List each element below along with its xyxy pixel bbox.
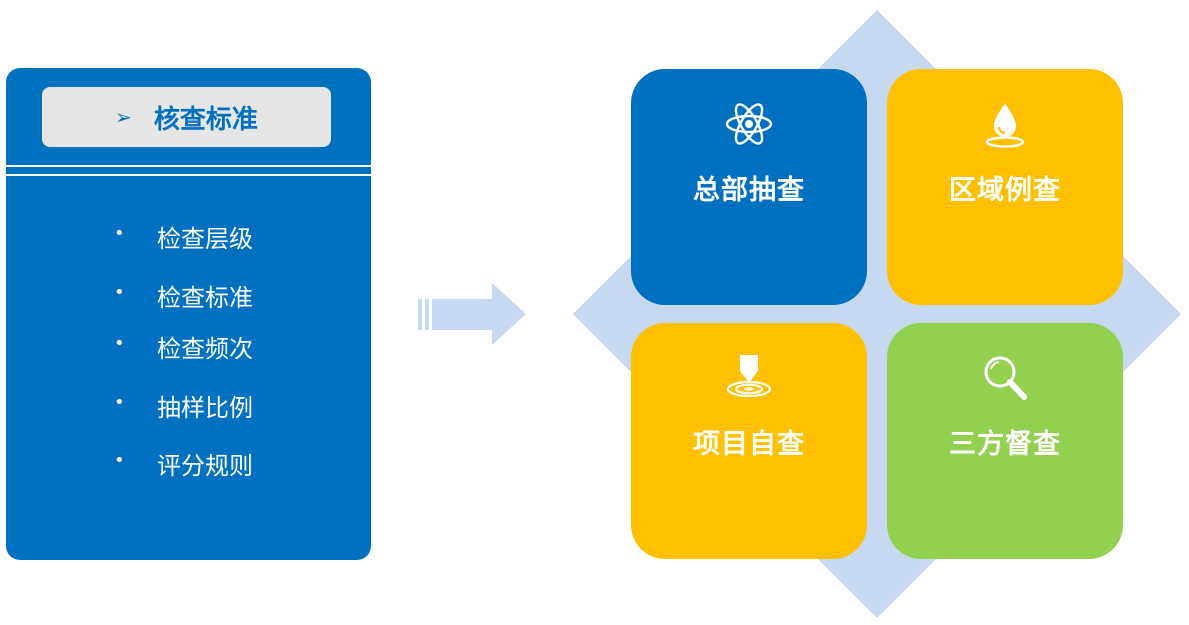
quadrant-third-party-check[interactable]: 三方督查	[887, 323, 1123, 559]
arrow-right-icon: ➢	[115, 105, 132, 129]
magnifier-icon	[984, 356, 1027, 400]
list-item-label: 检查层级	[157, 225, 253, 253]
divider-line	[6, 174, 371, 176]
list-item: • 评分规则	[6, 446, 371, 480]
quadrant-label: 总部抽查	[693, 175, 805, 206]
list-item-label: 抽样比例	[157, 394, 253, 422]
list-item: • 检查频次	[6, 329, 371, 363]
quadrant-label: 三方督查	[949, 429, 1061, 460]
list-item: • 检查层级	[6, 219, 371, 253]
bullet-icon: •	[114, 392, 125, 413]
bullet-icon: •	[114, 450, 125, 471]
quadrant-label: 区域例查	[949, 175, 1061, 206]
quadrant-label: 项目自查	[693, 429, 805, 460]
bullet-icon: •	[114, 333, 125, 354]
flow-arrow-icon	[418, 283, 526, 345]
bullet-icon: •	[114, 223, 125, 244]
list-item-label: 检查标准	[157, 284, 253, 312]
quadrant-project-self-check[interactable]: 项目自查	[631, 323, 867, 559]
atom-icon	[725, 103, 773, 145]
quadrant-regional-check[interactable]: 区域例查	[887, 69, 1123, 305]
quadrant-hq-spot-check[interactable]: 总部抽查	[631, 69, 867, 305]
list-item-label: 检查频次	[157, 335, 253, 363]
water-drop-icon	[985, 103, 1025, 148]
standards-panel: ➢ 核查标准 • 检查层级 • 检查标准 • 检查频次 • 抽样比例 • 评分规…	[6, 68, 371, 560]
list-item: • 抽样比例	[6, 388, 371, 422]
list-item-label: 评分规则	[157, 452, 253, 480]
list-item: • 检查标准	[6, 278, 371, 312]
target-marker-icon	[726, 355, 772, 398]
standards-header-label: 核查标准	[153, 104, 258, 135]
standards-header-button[interactable]: ➢ 核查标准	[42, 87, 331, 147]
divider-line	[6, 165, 371, 167]
bullet-icon: •	[114, 282, 125, 303]
